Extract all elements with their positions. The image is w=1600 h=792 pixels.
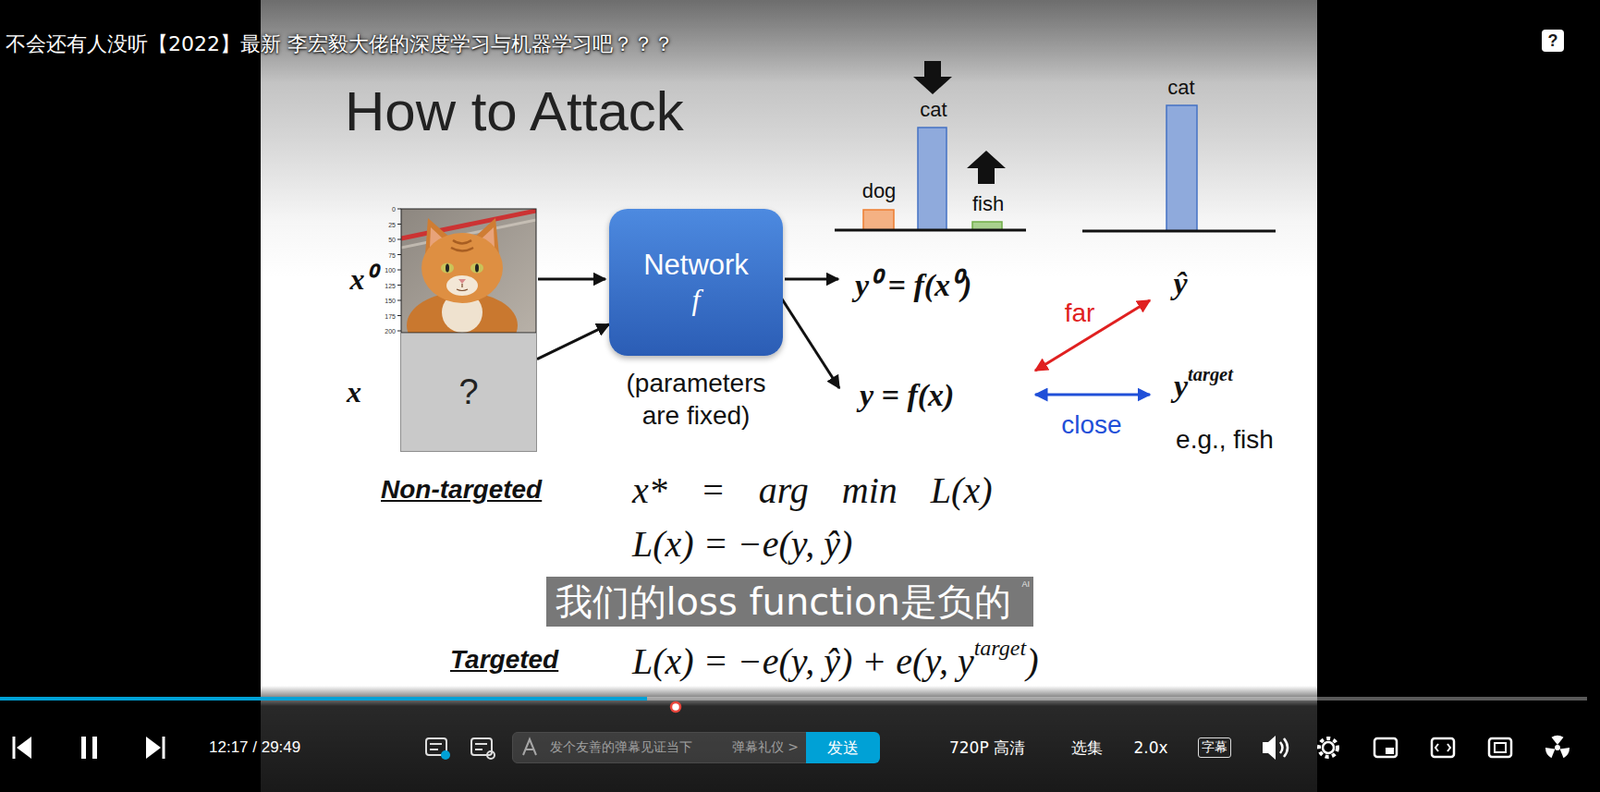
image-frame xyxy=(401,208,537,333)
axis-tick: 25 xyxy=(388,220,396,228)
math-text: L(x) = −e(y, ŷ) + e(y, y xyxy=(632,641,975,684)
targeted-loss-formula: L(x) = −e(y, ŷ) + e(y, ytarget) xyxy=(632,635,1039,684)
math-text: ) xyxy=(1025,641,1039,684)
target-symbol: ytarget xyxy=(1173,364,1234,404)
example-note: e.g., fish xyxy=(1175,425,1274,455)
speed-button: 2.0x xyxy=(1133,738,1168,758)
output-formula: y = f(x) xyxy=(859,378,954,414)
far-label: far xyxy=(1064,298,1096,329)
axis-ticks xyxy=(397,208,402,331)
axis-tick: 175 xyxy=(384,312,396,319)
input-symbol: x xyxy=(346,375,362,410)
bar-label: dog xyxy=(862,179,897,204)
input-placeholder: 发个友善的弹幕见证当下 xyxy=(549,739,693,757)
loss-formula: L(x) = −e(y, ŷ) xyxy=(632,522,853,566)
section-heading: Non-targeted xyxy=(380,475,542,505)
axis-tick: 200 xyxy=(384,328,396,335)
superscript: target xyxy=(974,635,1026,660)
input-symbol: x⁰ xyxy=(350,257,376,298)
bar-label: cat xyxy=(1167,75,1195,100)
axis-tick: 75 xyxy=(388,251,396,258)
danmaku-input: 发个友善的弹幕见证当下 弹幕礼仪 > xyxy=(512,732,809,764)
bar-label: cat xyxy=(919,97,947,123)
axis-tick: 100 xyxy=(384,267,396,274)
bar-label: fish xyxy=(972,192,1004,217)
progress-bar xyxy=(0,696,1588,712)
button-text: 发送 xyxy=(827,737,859,759)
superscript: target xyxy=(1187,364,1234,385)
subtitle-box: 我们的loss function是负的 AI xyxy=(546,576,1034,627)
subtitle-text: 我们的loss function是负的 xyxy=(555,580,1012,623)
output-formula: y⁰ = f(x⁰) xyxy=(854,262,972,306)
quality-button: 720P 高清 xyxy=(949,737,1026,759)
function-symbol: f xyxy=(692,281,701,318)
network-name: Network xyxy=(643,247,749,282)
question-mark: ? xyxy=(458,372,478,413)
ai-tag: AI xyxy=(1021,579,1030,589)
help-icon: ? xyxy=(1541,29,1564,52)
axis-tick: 150 xyxy=(384,297,396,305)
subtitle-button: 字幕 xyxy=(1197,737,1232,758)
axis-tick: 125 xyxy=(384,281,396,289)
connector-arrow xyxy=(537,324,610,360)
slide-title: How to Attack xyxy=(344,79,684,144)
episodes-button: 选集 xyxy=(1071,737,1103,759)
math-text: y xyxy=(1173,369,1188,404)
ground-truth-symbol: ŷ xyxy=(1172,266,1187,302)
axis-tick: 50 xyxy=(388,236,396,244)
playback-time: 12:17 / 29:49 xyxy=(208,738,301,758)
video-title: 不会还有人没听【2022】最新 李宏毅大佬的深度学习与机器学习吧？？？ xyxy=(5,30,674,59)
send-button: 发送 xyxy=(806,732,880,764)
network-note: (parameters are fixed) xyxy=(612,366,780,432)
bar-chart-output xyxy=(834,61,1026,231)
section-heading: Targeted xyxy=(450,645,559,675)
close-label: close xyxy=(1061,410,1122,440)
bar-chart-target xyxy=(1082,105,1276,232)
cat-photo xyxy=(401,208,537,333)
input-placeholder-box: ? xyxy=(400,332,538,452)
network-box: Networkf(parameters are fixed) xyxy=(609,208,783,356)
objective-formula: x* = arg min L(x) xyxy=(632,468,992,513)
etiquette-link: 弹幕礼仪 > xyxy=(732,739,799,757)
close-arrow xyxy=(1035,393,1150,397)
axis-tick: 0 xyxy=(391,206,396,213)
